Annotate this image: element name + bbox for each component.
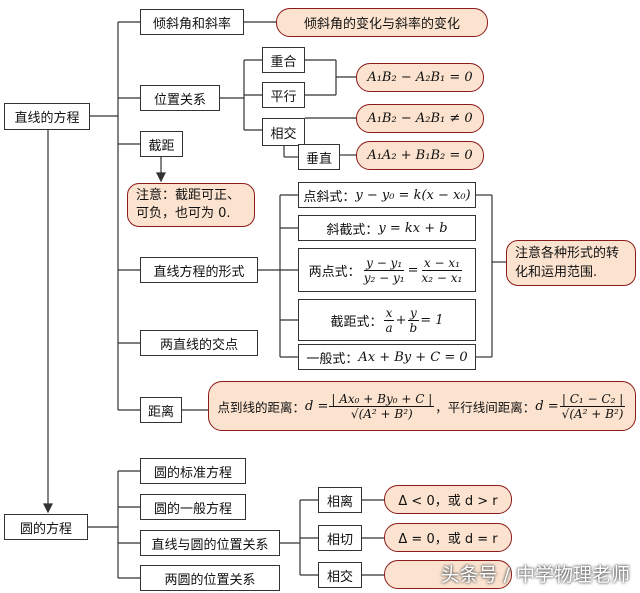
incline-note: 倾斜角的变化与斜率的变化	[276, 8, 488, 37]
tangent-condition: Δ = 0，或 d = r	[384, 523, 512, 552]
intercept-x-numerator: x	[383, 305, 395, 321]
distance-formula: 点到线的距离： d = | Ax₀ + By₀ + C | √(A² + B²)…	[208, 381, 636, 431]
intersect-condition: A₁B₂ − A₂B₁ ≠ 0	[356, 104, 484, 133]
parallel-numerator: | C₁ − C₂ |	[559, 391, 626, 407]
slope-intercept-form: 斜截式： y = kx + b	[298, 215, 476, 241]
parallel-d: d =	[535, 398, 559, 414]
two-circles-relation-node: 两圆的位置关系	[140, 565, 280, 591]
intercept-plus: +	[395, 312, 407, 328]
parallel-distance-label: ，平行线间距离：	[435, 399, 536, 415]
circle-general-node: 圆的一般方程	[140, 494, 246, 520]
perpendicular-node: 垂直	[298, 144, 340, 170]
line-equation-node: 直线的方程	[4, 103, 90, 130]
general-form-label: 一般式：	[306, 351, 359, 367]
point-line-denominator: √(A² + B²)	[350, 406, 413, 421]
circle-intersect-node: 相交	[318, 562, 362, 588]
two-point-left-denominator: y₂ − y₁	[363, 270, 405, 285]
distance-node: 距离	[140, 397, 182, 423]
general-form-equation: Ax + By + C = 0	[358, 349, 468, 365]
slope-intercept-equation: y = kx + b	[378, 220, 448, 236]
perpendicular-condition: A₁A₂ + B₁B₂ = 0	[356, 141, 484, 170]
point-line-d: d =	[305, 398, 329, 414]
intersect-node: 相交	[262, 118, 305, 146]
line-forms-node: 直线方程的形式	[140, 257, 258, 283]
separate-condition: Δ < 0，或 d > r	[384, 485, 512, 514]
point-slope-form: 点斜式： y − y₀ = k(x − x₀)	[298, 182, 476, 208]
circle-standard-node: 圆的标准方程	[140, 458, 246, 484]
intercept-y-numerator: y	[408, 305, 419, 321]
slope-intercept-label: 斜截式：	[326, 222, 379, 238]
two-point-right-fraction: x − x₁ x₂ − x₁	[419, 256, 464, 285]
parallel-condition: A₁B₂ − A₂B₁ = 0	[356, 63, 484, 92]
two-point-label: 两点式：	[308, 264, 361, 280]
incline-slope-node: 倾斜角和斜率	[140, 9, 244, 35]
two-point-form: 两点式： y − y₁ y₂ − y₁ = x − x₁ x₂ − x₁	[298, 248, 476, 292]
intercept-note-line2: 可负，也可为 0.	[136, 206, 231, 221]
circle-equation-node: 圆的方程	[4, 514, 88, 540]
tangent-node: 相切	[318, 525, 362, 551]
two-point-left-fraction: y − y₁ y₂ − y₁	[362, 256, 407, 285]
intercept-form: 截距式： x a + y b = 1	[298, 299, 476, 341]
two-point-right-denominator: x₂ − x₁	[421, 270, 463, 285]
intercept-equals-one: = 1	[420, 312, 444, 328]
point-line-numerator: | Ax₀ + By₀ + C |	[329, 391, 435, 407]
intercept-x-fraction: x a	[383, 305, 395, 335]
intercept-form-label: 截距式：	[330, 314, 383, 330]
forms-note: 注意各种形式的转 化和运用范围.	[506, 240, 636, 286]
intercept-note: 注意：截距可正、 可负，也可为 0.	[127, 183, 255, 227]
intercept-y-fraction: y b	[408, 306, 420, 335]
coincide-node: 重合	[262, 47, 305, 73]
general-form: 一般式： Ax + By + C = 0	[298, 344, 476, 370]
position-relation-node: 位置关系	[140, 85, 220, 111]
intercept-y-denominator: b	[409, 320, 418, 335]
forms-note-line2: 化和运用范围.	[515, 265, 598, 280]
parallel-fraction: | C₁ − C₂ | √(A² + B²)	[559, 391, 626, 421]
two-point-equals: =	[407, 262, 419, 278]
point-slope-equation: y − y₀ = k(x − x₀)	[355, 187, 471, 203]
point-slope-label: 点斜式：	[303, 189, 356, 205]
intersection-node: 两直线的交点	[140, 330, 258, 356]
two-point-left-numerator: y − y₁	[364, 255, 405, 271]
intercept-node: 截距	[140, 131, 183, 157]
separate-node: 相离	[318, 487, 362, 513]
point-line-fraction: | Ax₀ + By₀ + C | √(A² + B²)	[329, 391, 435, 421]
point-line-distance-label: 点到线的距离：	[217, 399, 306, 415]
watermark-text: 头条号 / 中学物理老师	[440, 564, 630, 586]
intercept-note-line1: 注意：截距可正、	[136, 188, 241, 203]
line-circle-relation-node: 直线与圆的位置关系	[140, 530, 280, 556]
two-point-right-numerator: x − x₁	[421, 255, 462, 271]
parallel-node: 平行	[262, 82, 305, 108]
circle-intersect-condition	[384, 560, 512, 589]
parallel-denominator: √(A² + B²)	[561, 406, 624, 421]
forms-note-line1: 注意各种形式的转	[515, 246, 620, 261]
intercept-x-denominator: a	[385, 320, 393, 335]
